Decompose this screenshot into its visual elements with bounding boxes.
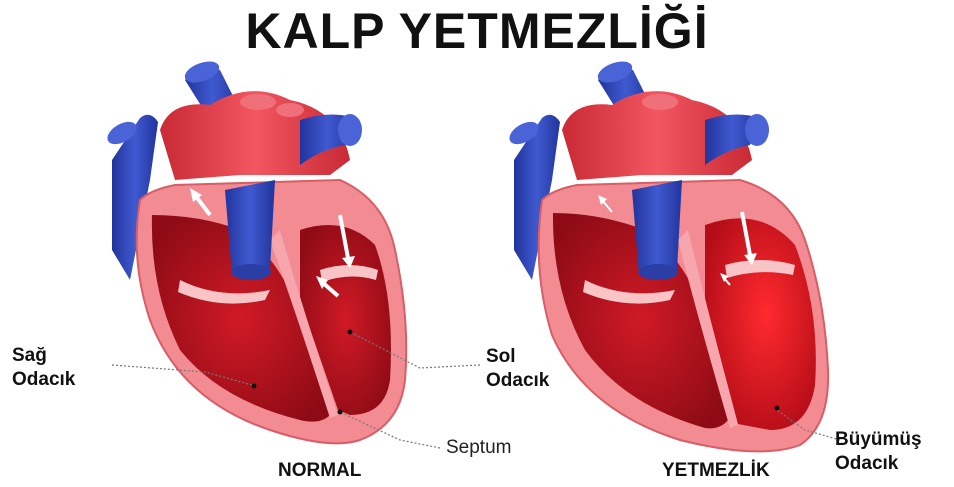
right-chamber-label-line2: Odacık <box>12 368 75 392</box>
failure-heart <box>506 57 828 451</box>
septum-label: Septum <box>446 437 511 459</box>
left-chamber-label-line1: Sol <box>486 345 549 369</box>
left-chamber-label-line2: Odacık <box>486 369 549 393</box>
right-chamber-label: Sağ Odacık <box>12 344 75 392</box>
enlarged-chamber-label-line1: Büyümüş <box>835 428 922 452</box>
failure-caption: YETMEZLİK <box>662 460 770 482</box>
enlarged-chamber-label: Büyümüş Odacık <box>835 428 922 476</box>
normal-caption: NORMAL <box>278 460 361 482</box>
right-chamber-label-line1: Sağ <box>12 344 75 368</box>
enlarged-chamber-label-line2: Odacık <box>835 452 922 476</box>
left-chamber-label: Sol Odacık <box>486 345 549 393</box>
